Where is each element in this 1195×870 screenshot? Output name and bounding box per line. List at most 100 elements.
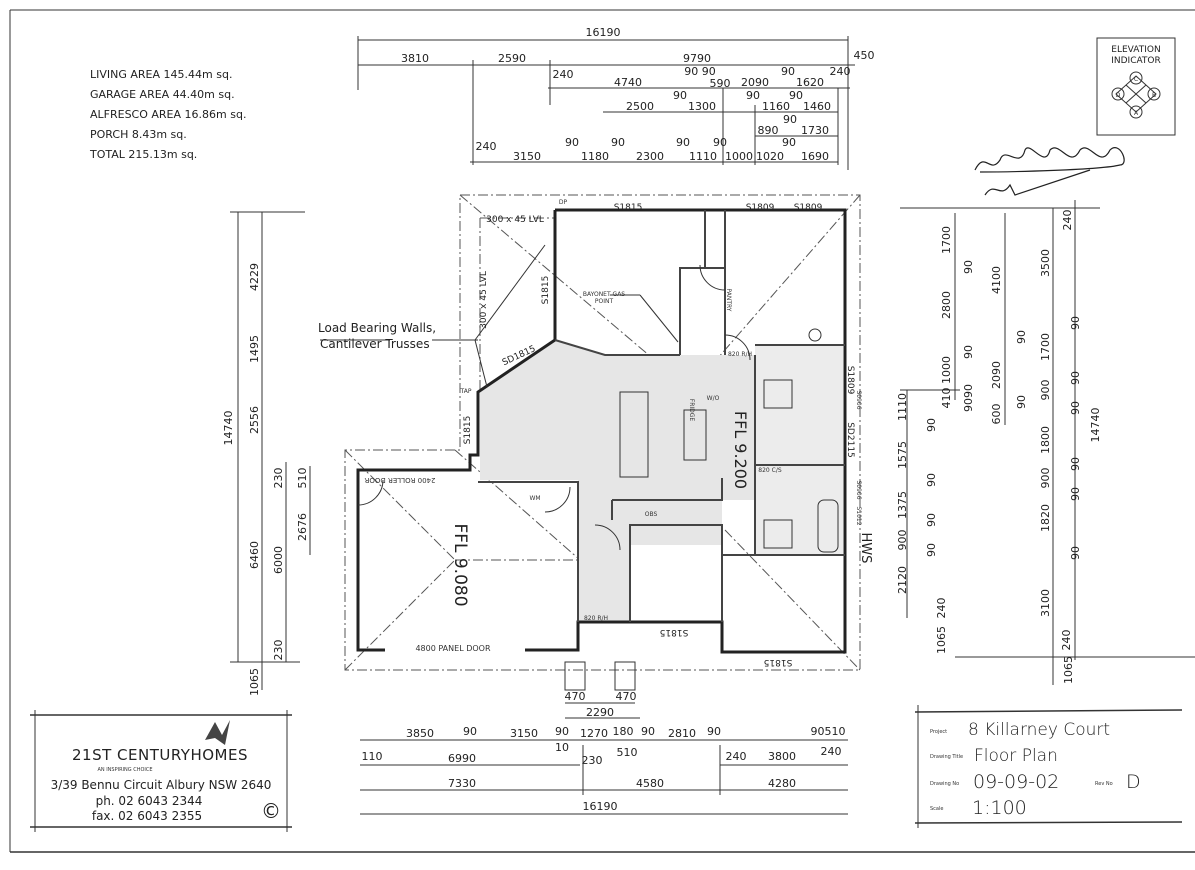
dim: 90	[713, 136, 727, 149]
dim: 90	[611, 136, 625, 149]
dim: 90	[962, 345, 975, 359]
dim: 1065	[935, 626, 948, 654]
dim: 1690	[801, 150, 829, 163]
rev-label: Rev No	[1095, 781, 1113, 787]
elevation-a: A	[1134, 110, 1139, 117]
area-alfresco: ALFRESCO AREA 16.86m sq.	[90, 108, 246, 121]
dim: 1495	[248, 335, 261, 363]
dim: 2090	[741, 76, 769, 89]
dim: 1160	[762, 100, 790, 113]
dim: 4229	[248, 263, 261, 291]
dim: 90510	[811, 725, 846, 738]
area-garage: GARAGE AREA 44.40m sq.	[90, 88, 235, 101]
dim: 90	[789, 89, 803, 102]
elevation-b: B	[1152, 92, 1156, 99]
door-label: SD2115	[845, 422, 855, 458]
right-dimensions: 1700 2800 1000 410 90 90 9090 4100 2090 …	[896, 200, 1195, 685]
dim: 240	[476, 140, 497, 153]
pantry-tag: PANTRY	[725, 289, 732, 312]
dim: 2800	[940, 291, 953, 319]
dim: 2676	[296, 513, 309, 541]
dim: 240	[821, 745, 842, 758]
company-name: 21ST CENTURYHOMES	[72, 746, 248, 764]
basin	[808, 328, 822, 342]
bottom-dimensions: 3850 90 3150 90 1270 180 90 2810 90 9051…	[360, 725, 848, 815]
dim: 9790	[683, 52, 711, 65]
window-label: S1809	[746, 203, 775, 213]
project-name: 8 Killarney Court	[968, 720, 1110, 740]
window-label: S1815	[614, 203, 643, 213]
window-label: S1815	[463, 416, 473, 445]
dim: 90	[925, 513, 938, 527]
dim: 90	[641, 725, 655, 738]
dim: 90	[962, 260, 975, 274]
dim: 3850	[406, 727, 434, 740]
dim: 230	[272, 468, 285, 489]
dim: 1575	[896, 441, 909, 469]
obs-tag: OBS	[645, 511, 658, 518]
dim: 4280	[768, 777, 796, 790]
dim: 510	[296, 468, 309, 489]
dim: 90 90	[684, 65, 716, 78]
dim: 1000	[940, 356, 953, 384]
dim: 90	[555, 725, 569, 738]
roller-door-label: 2400 ROLLER DOOR	[364, 476, 435, 484]
area-porch: PORCH 8.43m sq.	[90, 128, 187, 141]
door-tag: 820 R/H	[728, 351, 752, 358]
dim: 1460	[803, 100, 831, 113]
drawing-title-label: Drawing Title	[930, 754, 963, 760]
drawing-no-label: Drawing No	[930, 781, 959, 787]
dim: 6460	[248, 541, 261, 569]
dim: 1375	[896, 491, 909, 519]
dim: 230	[582, 754, 603, 767]
copyright-icon: ©	[261, 799, 281, 823]
dim: 10	[555, 741, 569, 754]
dim: 4740	[614, 76, 642, 89]
window-label: S0906	[855, 480, 862, 499]
dim: 600	[990, 404, 1003, 425]
dim: 90	[1069, 487, 1082, 501]
window-label: S1815	[541, 276, 551, 305]
dim: 1065	[248, 668, 261, 696]
dim: 90	[925, 418, 938, 432]
elevation-indicator: ELEVATION INDICATOR C B A D	[1096, 37, 1176, 136]
company-logo-icon	[205, 720, 230, 745]
dim: 2590	[498, 52, 526, 65]
dim: 6990	[448, 752, 476, 765]
dim: 1800	[1039, 426, 1052, 454]
dim: 900	[1039, 380, 1052, 401]
dim: 7330	[448, 777, 476, 790]
dim: 16190	[586, 26, 621, 39]
dim: 470	[565, 690, 586, 703]
dim: 2290	[586, 706, 614, 719]
dim: 240	[935, 598, 948, 619]
dim: 90	[746, 89, 760, 102]
dim: 900	[896, 530, 909, 551]
dim: 240	[1060, 630, 1073, 651]
signature	[974, 147, 1125, 196]
left-dimensions: 14740 4229 1495 2556 6460 230 230 1065 6…	[222, 211, 311, 696]
dim: 590	[710, 77, 731, 90]
hot-water-label: HWS	[858, 533, 873, 564]
note-cantilever: Cantilever Trusses	[320, 337, 430, 351]
shower	[763, 379, 793, 409]
elevation-c: C	[1134, 76, 1138, 83]
dim: 1270	[580, 727, 608, 740]
company-tagline: AN INSPIRING CHOICE	[97, 767, 152, 773]
gas-point-label-2: POINT	[595, 298, 614, 305]
dim: 1620	[796, 76, 824, 89]
area-total: TOTAL 215.13m sq.	[89, 148, 197, 161]
dim: 90	[1015, 330, 1028, 344]
drawing-title: Floor Plan	[974, 746, 1058, 766]
dim: 90	[463, 725, 477, 738]
dim: 180	[613, 725, 634, 738]
area-living: LIVING AREA 145.44m sq.	[90, 68, 232, 81]
dim: 1110	[896, 393, 909, 421]
company-block: 21ST CENTURYHOMES AN INSPIRING CHOICE 3/…	[30, 710, 292, 832]
dim: 90	[707, 725, 721, 738]
door-tag: 820 C/S	[758, 467, 782, 474]
dim: 1180	[581, 150, 609, 163]
dim: 470	[616, 690, 637, 703]
downpipe-label: DP	[559, 199, 568, 206]
